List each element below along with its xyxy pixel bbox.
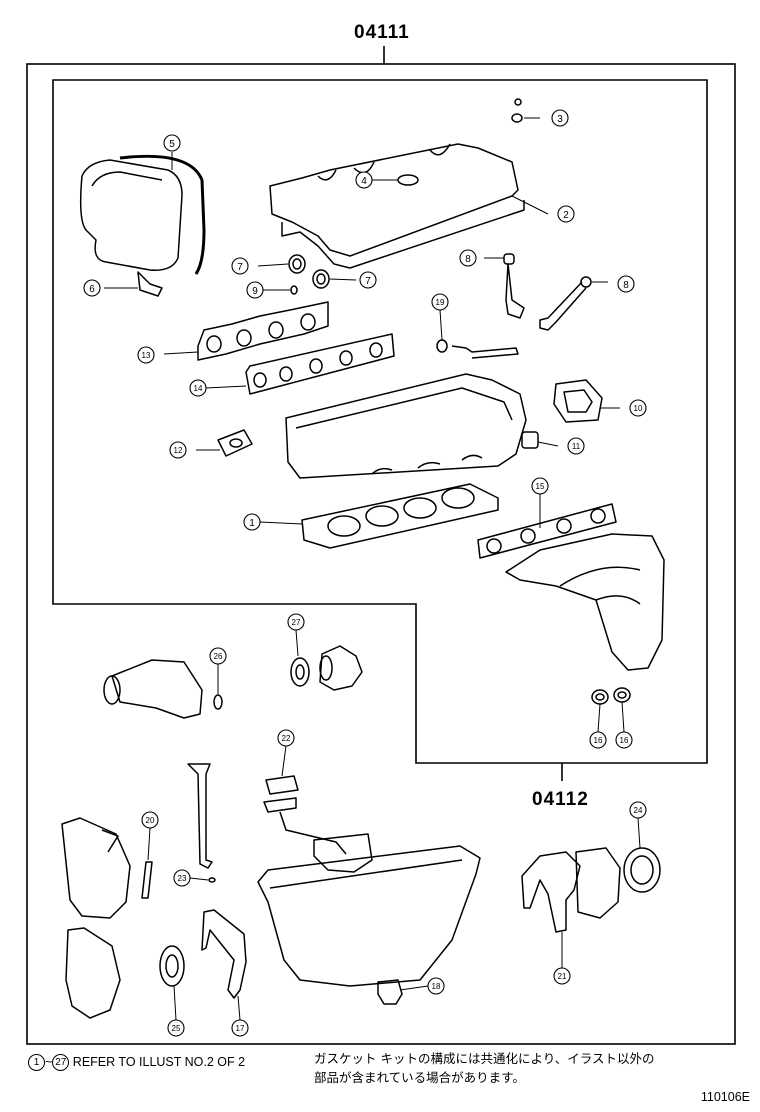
svg-text:15: 15 [536,482,545,491]
callout-7a: 7 [231,257,249,275]
svg-text:2: 2 [563,210,569,221]
japanese-note-line1: ガスケット キットの構成には共通化により、イラスト以外の [314,1051,655,1066]
svg-text:16: 16 [620,736,629,745]
callout-5: 5 [163,134,181,152]
callout-18: 18 [427,977,445,995]
range-end-badge: 27 [52,1054,70,1071]
svg-text:3: 3 [557,114,563,125]
callout-9: 9 [246,281,264,299]
callout-21: 24 [629,801,647,819]
svg-text:27: 27 [292,618,301,627]
reference-note-text: REFER TO ILLUST NO.2 OF 2 [72,1054,246,1069]
svg-text:11: 11 [572,442,581,451]
callout-13: 13 [137,346,155,364]
svg-text:17: 17 [236,1024,245,1033]
svg-text:7: 7 [365,276,371,287]
svg-text:24: 24 [634,806,643,815]
valve-part [503,253,592,331]
timing-cover-part [79,154,206,297]
callout-3: 3 [551,109,569,127]
japanese-note-line2: 部品が含まれている場合があります。 [314,1070,525,1085]
gasket-part [217,429,253,457]
svg-text:13: 13 [142,351,151,360]
callout-27: 27 [287,613,305,631]
callout-12: 12 [169,441,187,459]
callout-26: 26 [209,647,227,665]
callout-8b: 8 [617,275,635,293]
thermostat-part [290,645,363,691]
callout-17: 19 [431,293,449,311]
dipstick-part [187,763,213,869]
oil-strainer-part [263,775,373,873]
svg-text:6: 6 [89,284,95,295]
head-cover-part [269,143,525,269]
intake-gasket-part [197,301,329,361]
belt-cover-part [61,817,153,1019]
svg-text:18: 18 [432,982,441,991]
svg-text:5: 5 [169,139,175,150]
exhaust-manifold-part [477,503,665,671]
svg-text:9: 9 [252,286,258,297]
svg-text:8: 8 [465,254,471,265]
svg-text:12: 12 [174,446,183,455]
callout-23: 23 [173,869,191,887]
callout-6: 6 [83,279,101,297]
callout-16a: 16 [589,731,607,749]
kit-number-sub: 04112 [532,789,589,810]
svg-text:21: 21 [558,972,567,981]
kit-frame-outer [26,63,736,1045]
callout-1: 1 [243,513,261,531]
svg-text:25: 25 [172,1024,181,1033]
callout-25: 17 [231,1019,249,1037]
water-outlet-part [103,659,223,719]
callout-7b: 7 [359,271,377,289]
kit-frame-inner [52,79,708,764]
sensor-part [436,339,519,359]
range-start-badge: 1 [28,1054,45,1071]
svg-text:10: 10 [634,404,643,413]
svg-text:23: 23 [178,874,187,883]
svg-text:1: 1 [249,518,255,529]
svg-text:20: 20 [146,816,155,825]
head-gasket-part [301,483,499,549]
callout-15: 15 [531,477,549,495]
svg-text:4: 4 [361,176,367,187]
oil-seal-part [312,269,330,289]
gasket-part [553,379,603,423]
japanese-note: ガスケット キットの構成には共通化により、イラスト以外の 部品が含まれている場合… [314,1049,734,1087]
oil-pan-part [257,845,481,1005]
reference-note: 1~27 REFER TO ILLUST NO.2 OF 2 [28,1054,245,1071]
callout-20: 21 [553,967,571,985]
callout-22: 22 [277,729,295,747]
exhaust-gasket-part [245,333,395,395]
seal-retainer-part [521,847,661,933]
callout-4: 4 [355,171,373,189]
callout-16b: 16 [615,731,633,749]
figure-id: 110106E [700,1090,750,1104]
callout-2: 2 [557,205,575,223]
cylinder-head-part [285,373,527,479]
svg-text:7: 7 [237,262,243,273]
callout-11: 11 [567,437,585,455]
callout-8a: 8 [459,249,477,267]
rear-plate-part [201,909,247,999]
svg-text:14: 14 [194,384,203,393]
svg-text:19: 19 [436,298,445,307]
callout-14: 14 [189,379,207,397]
kit-number-main: 04111 [354,22,410,43]
callout-19: 20 [141,811,159,829]
gasket-part [521,431,539,449]
svg-text:16: 16 [594,736,603,745]
oil-seal-part [288,254,306,274]
svg-text:8: 8 [623,280,629,291]
callout-24: 25 [167,1019,185,1037]
callout-10: 10 [629,399,647,417]
svg-text:26: 26 [214,652,223,661]
svg-text:22: 22 [282,734,291,743]
